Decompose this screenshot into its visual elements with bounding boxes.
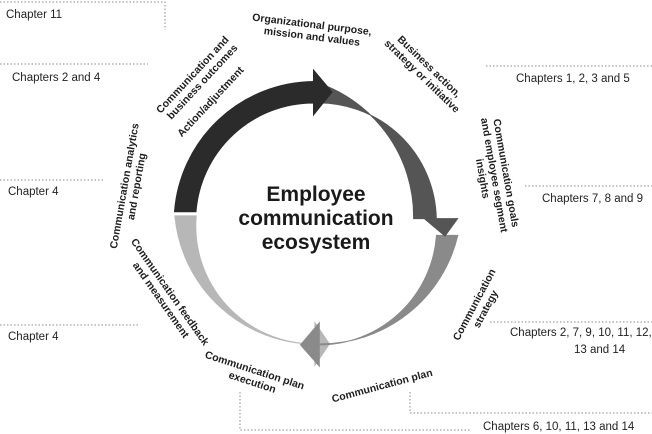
chapter-label-left-2: Chapters 2 and 4 xyxy=(12,72,101,84)
chapter-label-top-left: Chapter 11 xyxy=(6,9,63,21)
chapter-label-right-3-line2: 13 and 14 xyxy=(574,344,626,356)
stage-4-line1: Communication plan xyxy=(331,367,434,405)
chapter-label-bottom-right: Chapters 6, 10, 11, 13 and 14 xyxy=(483,421,635,433)
stage-label-analytics-reporting: Communication analytics and reporting xyxy=(108,119,154,251)
stage-label-business-action: Business action, strategy or initiative xyxy=(382,29,471,116)
chapter-label-right-2: Chapters 7, 8 and 9 xyxy=(542,193,644,205)
ring-segment-light xyxy=(174,215,331,367)
chapter-label-right-3-line1: Chapters 2, 7, 9, 10, 11, 12, xyxy=(510,327,652,339)
stage-label-organizational-purpose: Organizational purpose, mission and valu… xyxy=(250,12,375,51)
stage-label-communication-plan: Communication plan xyxy=(331,367,434,405)
center-title-line1: Employee xyxy=(266,183,365,206)
stage-label-plan-execution: Communication plan execution xyxy=(200,349,309,405)
chapter-label-right-1: Chapters 1, 2, 3 and 5 xyxy=(516,73,630,85)
stage-label-communication-goals: Communication goals and employee segment… xyxy=(466,115,522,238)
chapter-label-left-3: Chapter 4 xyxy=(8,186,59,198)
cycle-ring xyxy=(173,68,459,368)
center-title-line3: ecosystem xyxy=(262,231,371,254)
chapter-label-left-4: Chapter 4 xyxy=(8,331,59,343)
center-title-line2: communication xyxy=(238,207,393,230)
stage-8-line1: Communication and xyxy=(154,34,232,116)
ring-segment-dark xyxy=(173,68,333,213)
leader-bottom-right xyxy=(409,392,652,414)
ring-segment-mid xyxy=(312,80,459,237)
leader-top-left xyxy=(0,1,166,30)
stage-1-line2: strategy or initiative xyxy=(382,38,462,116)
stage-label-communication-strategy: Communication strategy xyxy=(451,264,511,348)
ring-segment-gray xyxy=(299,234,459,368)
